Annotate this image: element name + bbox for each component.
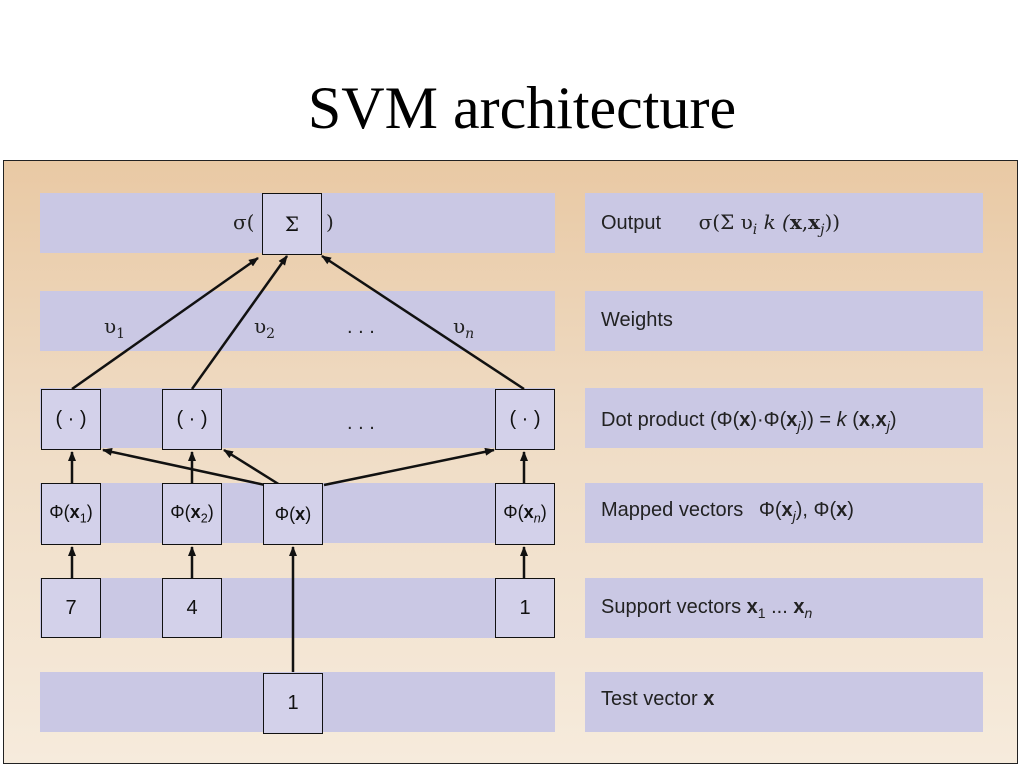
weight-2: υ2 <box>254 314 275 342</box>
dot-node-1-label: ( · ) <box>55 408 87 430</box>
support-1-value: 7 <box>65 596 77 619</box>
mapped-2-phi: Φ <box>170 502 185 523</box>
mapped-2-x: x <box>190 502 201 523</box>
output-label: Output <box>601 212 662 234</box>
right-band-weights <box>585 291 983 351</box>
weights-label: Weights <box>601 309 673 331</box>
mapped-n-sub: n <box>533 511 541 526</box>
left-band-dot <box>40 388 555 448</box>
left-band-support <box>40 578 555 638</box>
arrow-dotn-sum <box>321 254 525 391</box>
dot-formula: (Φ(x)·Φ(xj)) = k (x,xj) <box>709 409 897 434</box>
sigma-close: ) <box>326 210 334 234</box>
arrow-dot1-sum <box>71 256 259 391</box>
dot-row-text: Dot product (Φ(x)·Φ(xj)) = k (x,xj) <box>601 409 897 434</box>
sum-node: Σ <box>262 193 322 255</box>
output-formula: σ(Σ υi k (x,xj)) <box>698 210 841 238</box>
test-node: 1 <box>263 673 323 734</box>
weight-n-symbol: υ <box>453 314 466 338</box>
arrow-phix-dot1 <box>102 447 266 487</box>
dot-node-2-label: ( · ) <box>176 408 208 430</box>
dot-node-1: ( · ) <box>41 389 101 450</box>
mapped-1-phi: Φ <box>49 502 64 523</box>
arrow-phix-dot2 <box>223 448 281 487</box>
mapped-node-2: Φ(x2) <box>162 483 222 545</box>
mapped-2-sub: 2 <box>200 511 208 526</box>
support-sub1: 1 <box>757 605 766 621</box>
support-subn: n <box>804 605 813 621</box>
weight-1: υ1 <box>104 314 125 342</box>
right-band-mapped <box>585 483 983 543</box>
mapped-node-1: Φ(x1) <box>41 483 101 545</box>
dot-label: Dot product <box>601 409 705 431</box>
mapped-n-phi: Φ <box>503 502 518 523</box>
sigma-open: σ( <box>233 210 255 234</box>
support-row-text: Support vectors x1 ... xn <box>601 596 812 621</box>
right-band-output <box>585 193 983 253</box>
mapped-node-x: Φ(x) <box>263 483 323 545</box>
weight-n: υn <box>453 314 474 342</box>
right-band-test <box>585 672 983 732</box>
mapped-node-n: Φ(xn) <box>495 483 555 545</box>
mapped-1-x: x <box>69 502 80 523</box>
diagram-panel <box>3 160 1018 764</box>
dot-ellipsis: . . . <box>347 412 375 434</box>
test-value: 1 <box>287 692 299 714</box>
weights-ellipsis: . . . <box>347 316 375 338</box>
slide-title: SVM architecture <box>307 75 737 141</box>
support-n-value: 1 <box>519 596 531 619</box>
support-x1: x <box>746 596 758 618</box>
weight-2-sub: 2 <box>266 326 276 342</box>
arrow-phix-dotn <box>323 447 495 487</box>
mapped-n-x: x <box>523 502 534 523</box>
mapped-1-sub: 1 <box>79 511 87 526</box>
right-band-dot <box>585 388 983 448</box>
dot-node-n-label: ( · ) <box>509 408 541 430</box>
support-node-1: 7 <box>41 578 101 638</box>
dot-node-n: ( · ) <box>495 389 555 450</box>
dot-node-2: ( · ) <box>162 389 222 450</box>
test-x: x <box>703 688 715 710</box>
support-node-2: 4 <box>162 578 222 638</box>
mapped-x-x: x <box>295 503 306 524</box>
test-label: Test vector <box>601 688 698 710</box>
test-row-text: Test vector x <box>601 688 714 711</box>
arrow-dot2-sum <box>190 255 289 390</box>
support-xn: x <box>793 596 805 618</box>
right-band-support <box>585 578 983 638</box>
mapped-x-phi: Φ <box>274 503 290 524</box>
weight-1-symbol: υ <box>104 314 117 338</box>
sum-symbol: Σ <box>284 212 300 236</box>
support-label: Support vectors <box>601 596 742 618</box>
support-2-value: 4 <box>186 596 198 619</box>
mapped-formula: Φ(xj), Φ(x) <box>758 499 854 524</box>
support-ellipsis: ... <box>765 596 794 618</box>
mapped-row-text: Mapped vectors Φ(xj), Φ(x) <box>601 499 854 524</box>
output-row-text: Output σ(Σ υi k (x,xj)) <box>601 210 840 238</box>
weight-n-sub: n <box>465 326 475 342</box>
weight-1-sub: 1 <box>116 326 126 342</box>
left-band-weights <box>40 291 555 351</box>
mapped-label: Mapped vectors <box>601 499 744 521</box>
support-node-n: 1 <box>495 578 555 638</box>
weight-2-symbol: υ <box>254 314 267 338</box>
